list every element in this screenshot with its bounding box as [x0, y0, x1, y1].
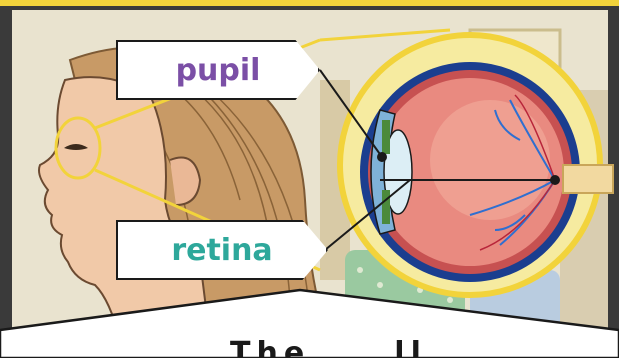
iris-lower: [382, 190, 390, 224]
iris-upper: [382, 120, 390, 154]
label-retina: retina: [116, 220, 328, 280]
optic-nerve: [563, 165, 613, 193]
top-yellow-band: [0, 0, 619, 6]
eyeball-highlight: [430, 100, 550, 220]
retina-point: [550, 175, 560, 185]
label-pupil: pupil: [116, 40, 320, 100]
caption-text-partial: The . . ll: [230, 336, 427, 358]
